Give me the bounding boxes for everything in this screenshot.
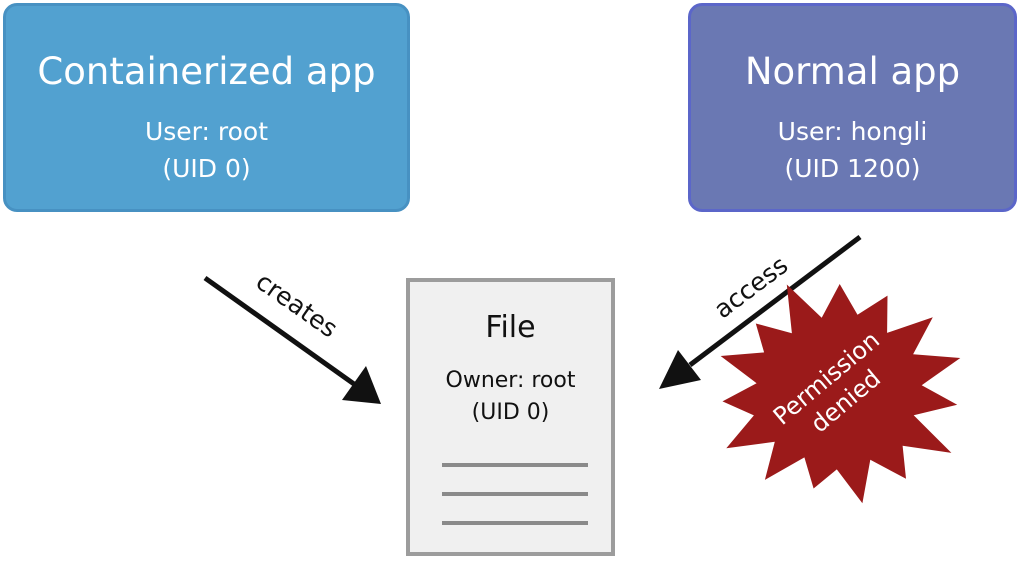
normal-app-box: Normal app User: hongli (UID 1200) — [688, 3, 1017, 212]
document-line — [442, 492, 588, 496]
file-uid: (UID 0) — [471, 400, 550, 425]
access-arrow-head — [659, 350, 701, 389]
file-title: File — [485, 310, 536, 345]
file-owner: Owner: root — [445, 368, 576, 393]
normal-app-user: User: hongli — [777, 117, 928, 146]
file-document: File Owner: root (UID 0) — [406, 278, 615, 556]
creates-arrow-shaft — [203, 275, 356, 387]
permission-denied-burst: Permission denied — [720, 284, 961, 504]
access-label: access — [709, 250, 794, 324]
creates-label: creates — [251, 267, 343, 344]
containerized-app-title: Containerized app — [37, 50, 376, 93]
containerized-app-uid: (UID 0) — [162, 154, 251, 183]
containerized-app-box: Containerized app User: root (UID 0) — [3, 3, 410, 212]
containerized-app-user: User: root — [144, 117, 269, 146]
access-arrow — [659, 235, 862, 389]
creates-arrow — [203, 275, 381, 404]
access-arrow-shaft — [688, 235, 862, 367]
document-line — [442, 463, 588, 467]
document-line — [442, 521, 588, 525]
creates-arrow-head — [342, 366, 381, 404]
normal-app-title: Normal app — [744, 50, 961, 93]
normal-app-uid: (UID 1200) — [784, 154, 921, 183]
burst-shape — [720, 284, 961, 504]
